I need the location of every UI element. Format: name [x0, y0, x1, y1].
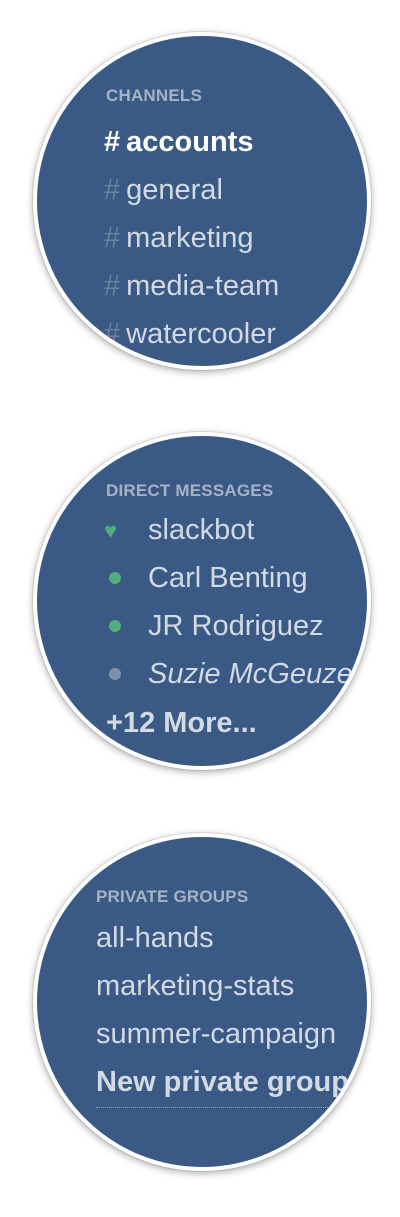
channel-label: accounts: [126, 126, 254, 158]
direct-messages-section-title[interactable]: DIRECT MESSAGES: [106, 481, 274, 500]
hash-icon: #: [104, 126, 121, 158]
channels-section-title[interactable]: CHANNELS: [106, 86, 203, 105]
private-groups-section-title[interactable]: PRIVATE GROUPS: [96, 887, 249, 906]
channel-item-general[interactable]: #general: [104, 173, 223, 207]
dm-more-link[interactable]: +12 More...: [106, 707, 257, 739]
hash-icon: #: [104, 174, 121, 206]
presence-dot-icon: [109, 572, 121, 584]
channels-zoom-circle: CHANNELS #accounts #general #marketing #…: [33, 32, 371, 370]
channel-item-watercooler[interactable]: #watercooler: [104, 317, 276, 351]
group-item-marketing-stats[interactable]: marketing-stats: [96, 970, 295, 1002]
channel-label: media-team: [126, 270, 280, 302]
hash-icon: #: [104, 318, 121, 350]
dm-label: Suzie McGeuze: [148, 658, 353, 690]
dm-label: JR Rodriguez: [148, 610, 324, 642]
channel-item-marketing[interactable]: #marketing: [104, 221, 253, 255]
hash-icon: #: [104, 222, 121, 254]
channel-item-media-team[interactable]: #media-team: [104, 269, 279, 303]
heart-icon: ♥: [104, 518, 118, 543]
divider: [96, 1107, 367, 1108]
presence-dot-icon: [109, 668, 121, 680]
presence-dot-icon: [109, 620, 121, 632]
hash-icon: #: [104, 270, 121, 302]
direct-messages-zoom-circle: DIRECT MESSAGES ♥ slackbot Carl Benting …: [33, 432, 371, 770]
group-item-summer-campaign[interactable]: summer-campaign: [96, 1018, 337, 1050]
channel-label: marketing: [126, 222, 254, 254]
group-item-all-hands[interactable]: all-hands: [96, 922, 214, 954]
channel-label: watercooler: [126, 318, 277, 350]
channel-item-accounts[interactable]: #accounts: [104, 125, 253, 159]
channel-label: general: [126, 174, 223, 206]
new-private-group-link[interactable]: New private group: [96, 1066, 349, 1098]
dm-label: Carl Benting: [148, 562, 308, 594]
private-groups-zoom-circle: PRIVATE GROUPS all-hands marketing-stats…: [33, 833, 371, 1171]
dm-label: slackbot: [148, 514, 255, 546]
